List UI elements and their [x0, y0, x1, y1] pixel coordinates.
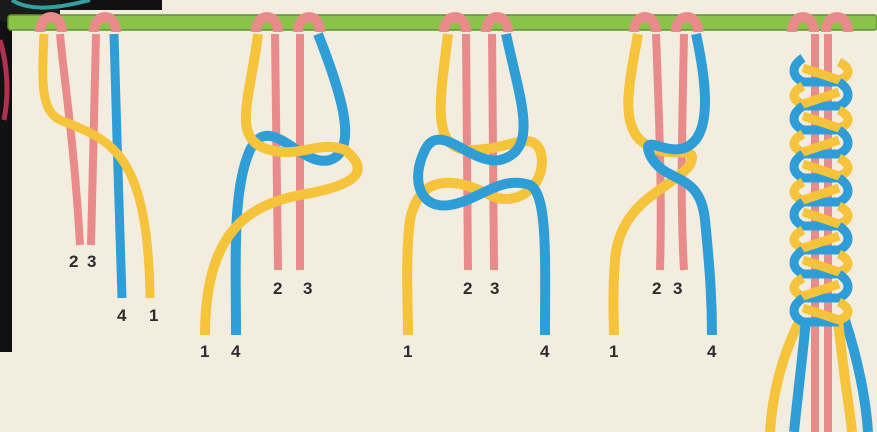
cord-label: 3: [673, 280, 682, 297]
step-4-diagram: [613, 17, 712, 335]
cord-label: 3: [303, 280, 312, 297]
cord-label: 1: [200, 343, 209, 360]
cord-label: 2: [69, 253, 78, 270]
cord-label: 4: [707, 343, 716, 360]
cord-label: 1: [149, 307, 158, 324]
cord-label: 4: [540, 343, 549, 360]
cord-label: 4: [117, 307, 126, 324]
cord-label: 3: [490, 280, 499, 297]
cord-label: 1: [609, 343, 618, 360]
cord-label: 2: [463, 280, 472, 297]
step-3-diagram: [407, 17, 545, 335]
cord-label: 1: [403, 343, 412, 360]
cord-label: 2: [652, 280, 661, 297]
step-5-diagram: [770, 17, 868, 432]
cord-label: 2: [273, 280, 282, 297]
cord-label: 3: [87, 253, 96, 270]
cord-label: 4: [231, 343, 240, 360]
background-photo-corner: [0, 0, 162, 352]
